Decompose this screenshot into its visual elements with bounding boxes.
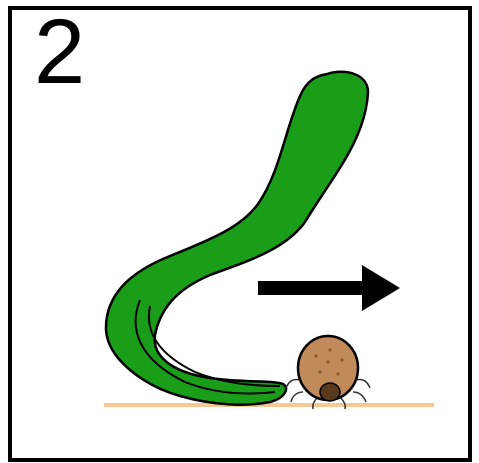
step-number: 2 <box>34 1 86 103</box>
panel-border <box>8 6 472 462</box>
seed-icon <box>285 334 371 410</box>
curved-seedling-icon <box>104 70 370 406</box>
right-arrow-icon <box>258 265 400 311</box>
